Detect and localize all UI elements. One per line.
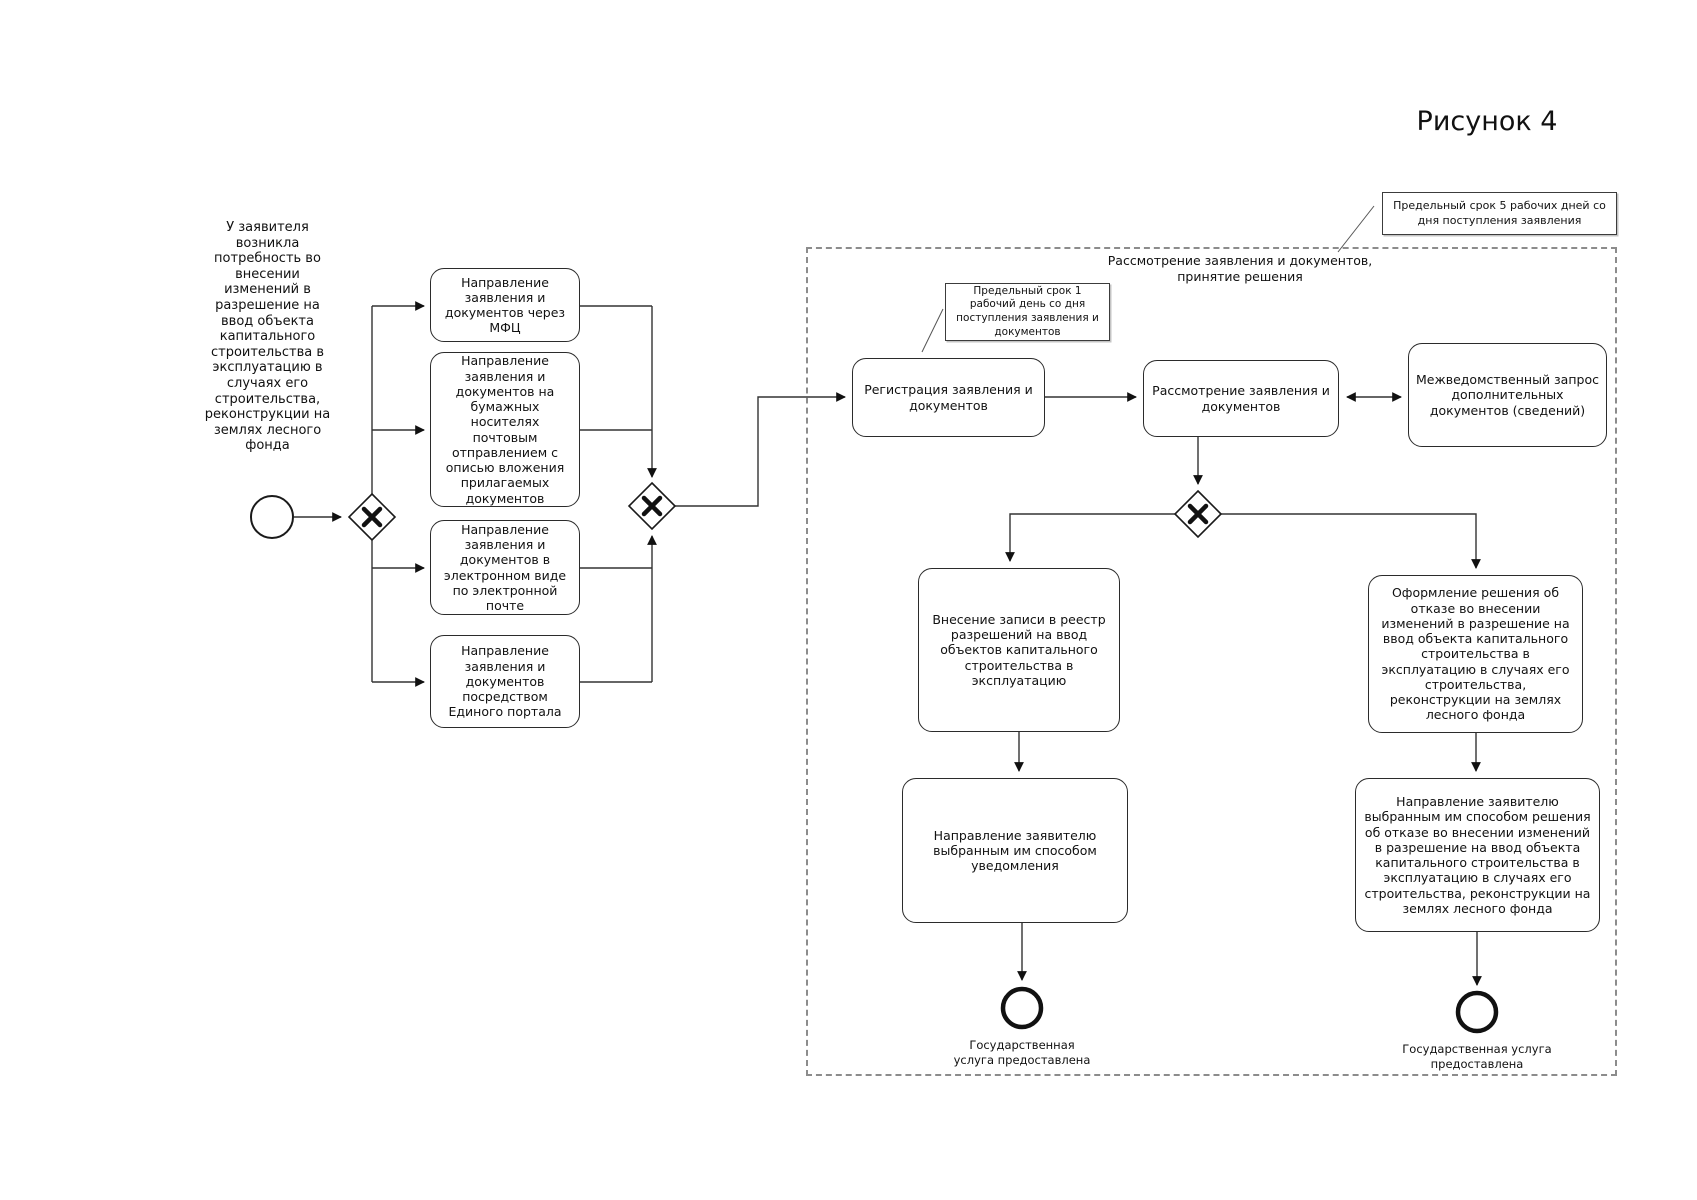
exclusive-gateway-merge-icon — [627, 481, 677, 531]
end-caption-right: Государственная услуга предоставлена — [1402, 1042, 1552, 1071]
end-event-left-icon — [1000, 986, 1044, 1030]
annotation-deadline-1-day: Предельный срок 1 рабочий день со дня по… — [945, 283, 1110, 341]
exclusive-gateway-split-icon — [347, 492, 397, 542]
flow-to-registration — [675, 392, 846, 507]
exclusive-gateway-decision-icon — [1173, 489, 1223, 539]
task-channel-email: Направление заявления и документов в эле… — [430, 520, 580, 615]
annotation-deadline-5-days: Предельный срок 5 рабочих дней со дня по… — [1382, 192, 1617, 235]
task-channel-mail: Направление заявления и документов на бу… — [430, 352, 580, 507]
flow-gateway-refusal — [1221, 513, 1481, 569]
annotation-leader-1-day — [921, 308, 944, 353]
task-channel-mfc: Направление заявления и документов через… — [430, 268, 580, 342]
task-interagency-request: Межведомственный запрос дополнительных д… — [1408, 343, 1607, 447]
subprocess-title: Рассмотрение заявления и документов, при… — [1107, 253, 1373, 284]
flow-gateway-record — [1005, 513, 1175, 562]
task-refusal-decision: Оформление решения об отказе во внесении… — [1368, 575, 1583, 733]
task-registry-record: Внесение записи в реестр разрешений на в… — [918, 568, 1120, 732]
start-condition-text: У заявителя возникла потребность во внес… — [204, 220, 331, 454]
subprocess-container — [806, 247, 1617, 1076]
task-channel-portal: Направление заявления и документов посре… — [430, 635, 580, 728]
end-event-right-icon — [1455, 990, 1499, 1034]
start-event-icon — [250, 495, 294, 539]
task-notify-approval: Направление заявителю выбранным им спосо… — [902, 778, 1128, 923]
figure-title: Рисунок 4 — [1416, 106, 1558, 137]
task-registration: Регистрация заявления и документов — [852, 358, 1045, 437]
task-notify-refusal: Направление заявителю выбранным им спосо… — [1355, 778, 1600, 932]
annotation-leader-5-days — [1337, 205, 1375, 253]
task-review: Рассмотрение заявления и документов — [1143, 360, 1339, 437]
end-caption-left: Государственная услуга предоставлена — [953, 1038, 1091, 1067]
